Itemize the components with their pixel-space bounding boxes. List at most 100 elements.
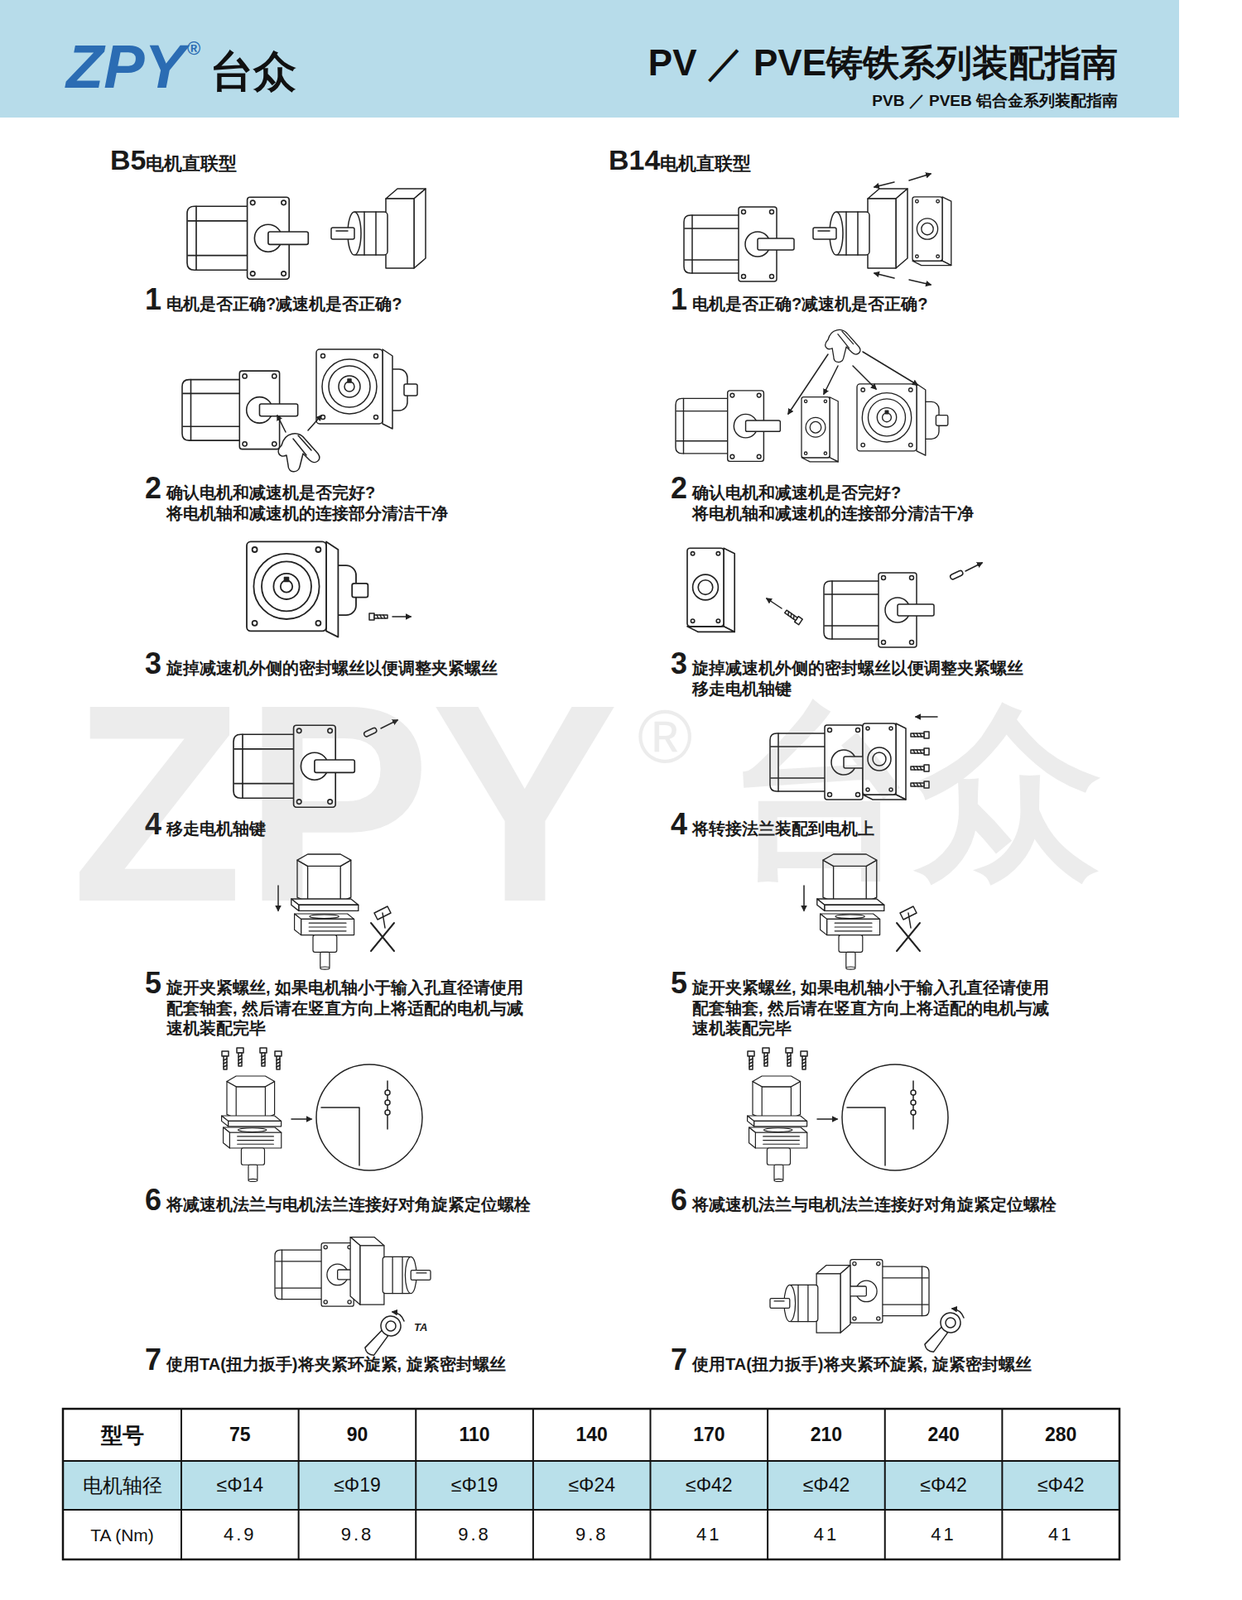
line-art — [376, 1312, 405, 1341]
step-instruction: 使用TA(扭力扳手)将夹紧环旋紧, 旋紧密封螺丝 — [692, 1354, 1090, 1376]
step-text-block: 电机是否正确?减速机是否正确? — [166, 293, 564, 315]
line-art — [321, 354, 326, 359]
step-instruction: 旋掉减速机外侧的密封螺丝以便调整夹紧螺丝 — [692, 658, 1090, 679]
assembly-step: 5旋开夹紧螺丝, 如果电机轴小于输入孔直径请使用 配套轴套, 然后请在竖直方向上… — [144, 968, 564, 1040]
line-art — [820, 914, 881, 920]
line-art — [392, 1312, 405, 1322]
line-art — [344, 381, 355, 392]
table-cell: ≤Φ42 — [650, 1461, 769, 1511]
line-art — [360, 1312, 405, 1361]
line-art — [364, 211, 376, 256]
line-art — [229, 1132, 281, 1149]
line-art — [921, 222, 934, 235]
table-cell: ≤Φ19 — [298, 1461, 417, 1511]
layout-part — [414, 1409, 417, 1560]
gearbox-input-face — [856, 384, 949, 456]
line-art — [242, 374, 247, 379]
table-cell: 90 — [298, 1409, 417, 1462]
line-art — [374, 415, 379, 420]
line-art — [315, 547, 321, 553]
line-art — [320, 952, 330, 968]
line-art — [281, 271, 287, 277]
line-art — [910, 1090, 916, 1096]
step-instruction: 确认电机和减速机是否完好? — [166, 482, 564, 504]
line-art — [881, 576, 886, 581]
line-art — [935, 415, 948, 427]
line-art — [817, 899, 885, 906]
line-art — [876, 408, 896, 428]
line-art — [766, 1148, 790, 1165]
line-art — [785, 1048, 793, 1054]
line-art — [816, 1274, 841, 1334]
line-art — [351, 583, 368, 598]
line-art — [878, 1266, 929, 1317]
line-art — [747, 1116, 755, 1127]
line-art — [259, 1048, 267, 1054]
line-art — [824, 905, 885, 911]
line-art — [261, 1055, 265, 1064]
step-number: 2 — [144, 473, 162, 504]
line-art — [764, 1053, 768, 1067]
step-instruction: 确认电机和减速机是否完好? — [692, 482, 1090, 504]
motor-vertical — [747, 1076, 808, 1127]
line-art — [835, 914, 865, 920]
line-art — [347, 1300, 352, 1305]
line-art — [876, 1262, 881, 1267]
line-art — [882, 413, 892, 423]
motion-arrow — [308, 415, 322, 431]
table-cell: 9.8 — [533, 1510, 651, 1560]
line-art — [360, 1246, 385, 1305]
line-art — [774, 1300, 785, 1302]
line-art — [687, 626, 735, 633]
motion-arrow — [392, 616, 411, 618]
line-art — [856, 384, 917, 452]
mount-type-name: 电机直联型 — [659, 154, 751, 174]
line-art — [820, 914, 828, 936]
screw-icon — [274, 1051, 282, 1070]
hand-cloth — [278, 433, 320, 472]
line-art — [252, 621, 258, 626]
table-cell: 41 — [767, 1510, 886, 1560]
table-cell: 9.8 — [298, 1510, 417, 1560]
assembly-step: 7使用TA(扭力扳手)将夹紧环旋紧, 旋紧密封螺丝 — [670, 1345, 1090, 1376]
line-art — [730, 393, 735, 398]
page-title: PV ／ PVE铸铁系列装配指南 — [648, 44, 1118, 82]
line-art — [385, 1110, 390, 1116]
line-art — [846, 967, 856, 970]
step-instruction: 将减速机法兰与电机法兰连接好对角旋紧定位螺栓 — [692, 1194, 1090, 1216]
step-number: 5 — [670, 968, 688, 999]
line-art — [223, 1127, 282, 1133]
logo-name: 台众 — [210, 49, 297, 93]
header-band: ZPY®台众PVB ／ PVEB 铝合金系列装配指南PV ／ PVE铸铁系列装配… — [0, 0, 1180, 118]
motor-figure — [823, 572, 934, 648]
assembly-step: 2确认电机和减速机是否完好?将电机轴和减速机的连接部分清洁干净 — [144, 473, 564, 524]
line-art — [182, 380, 246, 441]
step-number: 2 — [670, 473, 688, 504]
line-art — [248, 1164, 258, 1181]
line-art — [690, 552, 694, 556]
layout-part — [62, 1460, 1120, 1463]
table-cell: 140 — [533, 1409, 651, 1462]
line-art — [861, 393, 911, 443]
line-art — [916, 384, 926, 456]
line-art — [942, 197, 952, 266]
motion-arrow — [909, 173, 931, 181]
line-art — [774, 1179, 784, 1182]
adapter-flange — [801, 397, 838, 463]
line-art — [684, 215, 744, 274]
layout-part — [884, 1409, 886, 1560]
motion-arrow — [823, 365, 838, 395]
line-art — [253, 553, 319, 620]
line-art — [385, 1090, 390, 1096]
motion-arrow — [291, 1118, 312, 1121]
line-art — [936, 1309, 965, 1338]
assembly-step: 1电机是否正确?减速机是否正确? — [144, 284, 564, 315]
line-art — [321, 1107, 360, 1166]
step-text-block: 确认电机和减速机是否完好?将电机轴和减速机的连接部分清洁干净 — [166, 482, 564, 524]
line-art — [749, 1059, 753, 1068]
line-art — [187, 206, 253, 270]
motion-arrow — [803, 885, 805, 911]
line-art — [802, 1056, 806, 1070]
line-art — [800, 1051, 808, 1057]
mount-type-code: B14 — [608, 145, 660, 174]
